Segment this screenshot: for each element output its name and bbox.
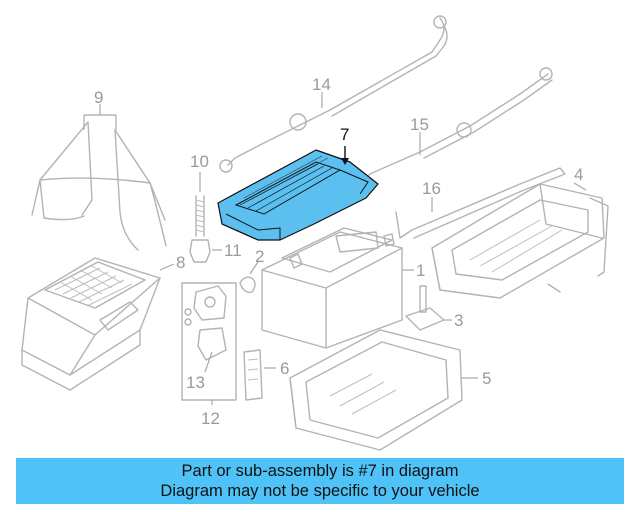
- part-3-bracket: [405, 285, 452, 331]
- info-banner: Part or sub-assembly is #7 in diagram Di…: [16, 458, 624, 504]
- callout-13: 13: [186, 373, 205, 392]
- callout-16: 16: [422, 179, 441, 198]
- banner-line-2: Diagram may not be specific to your vehi…: [160, 482, 480, 500]
- callout-14: 14: [312, 75, 331, 94]
- part-7-cover-highlighted: [217, 146, 379, 241]
- part-15-cable: [359, 67, 553, 183]
- callout-1: 1: [416, 261, 425, 280]
- callout-7: 7: [340, 125, 349, 144]
- part-10-stud: [195, 172, 205, 237]
- part-5-tray: [289, 329, 478, 451]
- banner-line-1: Part or sub-assembly is #7 in diagram: [181, 462, 459, 480]
- callout-6: 6: [280, 359, 289, 378]
- part-9-bracket: [31, 104, 167, 251]
- callout-10: 10: [190, 152, 209, 171]
- part-2-clip: [239, 261, 259, 293]
- part-1-battery: [261, 227, 414, 349]
- part-6-bar: [243, 349, 276, 401]
- callout-5: 5: [482, 369, 491, 388]
- part-14-cable: [219, 15, 448, 173]
- part-11-nut: [189, 239, 222, 263]
- part-16-strap: [395, 167, 566, 239]
- callout-9: 9: [94, 88, 103, 107]
- callout-15: 15: [410, 115, 429, 134]
- callout-2: 2: [255, 247, 264, 266]
- callout-11: 11: [224, 241, 242, 260]
- part-12-13-group: [181, 282, 237, 405]
- callout-3: 3: [454, 311, 463, 330]
- callout-12: 12: [201, 409, 220, 428]
- callout-8: 8: [176, 253, 185, 272]
- callout-4: 4: [574, 165, 583, 184]
- part-4-tray: [431, 182, 609, 299]
- parts-diagram: 9 8 10 11 2 13 12 6 14 7 15 16 4 1 3 5: [21, 15, 609, 451]
- part-8-box: [21, 257, 175, 391]
